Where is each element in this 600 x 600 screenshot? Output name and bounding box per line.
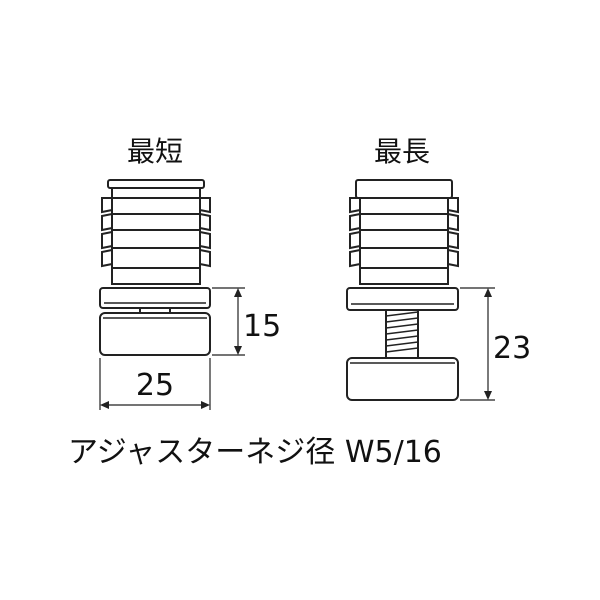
adjuster-longest	[346, 179, 459, 401]
title-longest: 最長	[374, 135, 430, 168]
dimension-width: 25	[99, 358, 211, 410]
ribbed-insert-left	[101, 179, 211, 285]
dimension-height-long: 23	[460, 287, 531, 401]
caption-screw-size: アジャスターネジ径 W5/16	[68, 435, 442, 470]
dim-label-23: 23	[493, 331, 531, 366]
ribbed-insert-right	[349, 179, 459, 285]
dimension-height-short: 15	[212, 287, 281, 356]
upper-disc-left	[99, 287, 211, 309]
base-disc-left	[99, 312, 211, 356]
threaded-bolt	[385, 309, 419, 359]
base-disc-right	[346, 357, 459, 401]
adjuster-shortest	[99, 179, 211, 356]
dim-label-15: 15	[243, 309, 281, 344]
dim-label-25: 25	[136, 368, 174, 403]
title-shortest: 最短	[127, 135, 183, 168]
upper-disc-right	[346, 287, 459, 311]
